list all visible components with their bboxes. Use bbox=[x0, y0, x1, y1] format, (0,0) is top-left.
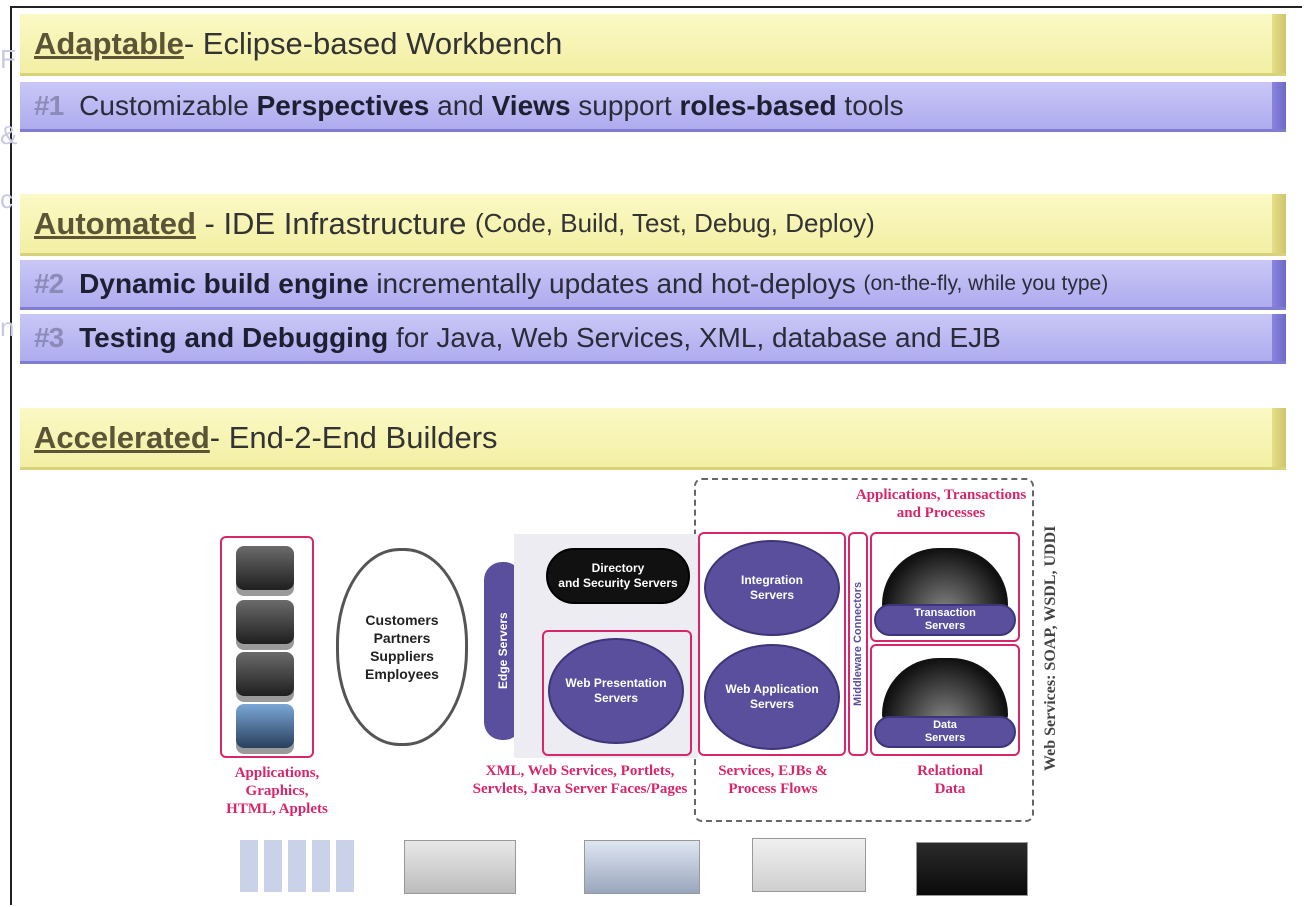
point-bold: Views bbox=[491, 89, 571, 121]
data-servers: Data Servers bbox=[874, 716, 1016, 748]
web-application-servers: Web Application Servers bbox=[704, 644, 840, 750]
banner-accelerated: Accelerated - End-2-End Builders bbox=[20, 408, 1286, 470]
ghost-letter: n bbox=[0, 312, 15, 342]
point-bold: Testing and Debugging bbox=[79, 321, 389, 353]
point-3: #3 Testing and Debugging for Java, Web S… bbox=[20, 314, 1286, 364]
ghost-letter: & bbox=[0, 120, 18, 150]
caption-presentation: XML, Web Services, Portlets, Servlets, J… bbox=[472, 763, 688, 797]
caption-application: Services, EJBs & Process Flows bbox=[718, 763, 828, 797]
desktop-icon bbox=[236, 652, 294, 696]
web-services-label: Web Services: SOAP, WSDL, UDDI bbox=[1042, 525, 1059, 771]
desktop-icon bbox=[236, 546, 294, 590]
ghost-letter: F bbox=[0, 44, 16, 74]
banner-subtitle: - Eclipse-based Workbench bbox=[183, 25, 563, 61]
cloud-label: Employees bbox=[365, 666, 439, 682]
point-text: Customizable bbox=[79, 89, 257, 121]
presentation-box bbox=[542, 630, 692, 756]
point-number: #1 bbox=[34, 89, 64, 121]
point-text: for Java, Web Services, XML, database an… bbox=[388, 321, 1001, 353]
app-box bbox=[698, 532, 846, 756]
transaction-box bbox=[870, 532, 1020, 642]
point-number: #3 bbox=[34, 321, 64, 353]
banner-subtitle: - End-2-End Builders bbox=[209, 419, 498, 455]
banner-title: Accelerated bbox=[34, 419, 210, 455]
users-thumbnail bbox=[240, 840, 354, 892]
transaction-servers: Transaction Servers bbox=[874, 604, 1016, 636]
caption-top: Applications, Transactions and Processes bbox=[855, 487, 1027, 521]
cloud-label: Customers bbox=[365, 612, 439, 628]
caption-relational: Relational Data bbox=[917, 763, 983, 797]
user-cloud: Customers Partners Suppliers Employees bbox=[336, 548, 468, 746]
terminal-thumbnail bbox=[916, 842, 1028, 896]
cloud-label: Suppliers bbox=[370, 648, 434, 664]
slide-frame bbox=[10, 6, 1302, 905]
middleware-connectors: Middleware Connectors bbox=[848, 532, 868, 756]
point-text: and bbox=[429, 89, 492, 121]
laptop-icon bbox=[236, 600, 294, 644]
banner-subtitle: - IDE Infrastructure bbox=[195, 205, 475, 241]
point-2: #2 Dynamic build engine incrementally up… bbox=[20, 260, 1286, 310]
caption-clients: Applications, Graphics, HTML, Applets bbox=[226, 765, 328, 817]
banner-title: Automated bbox=[34, 205, 196, 241]
banner-title: Adaptable bbox=[34, 25, 184, 61]
point-text: incrementally updates and hot-deploys bbox=[368, 267, 864, 299]
data-box bbox=[870, 644, 1020, 756]
screen-thumbnail bbox=[404, 840, 516, 894]
clients-box bbox=[220, 536, 314, 758]
ghost-letter: c bbox=[0, 184, 13, 214]
point-1: #1 Customizable Perspectives and Views s… bbox=[20, 82, 1286, 132]
directory-servers: Directory and Security Servers bbox=[546, 548, 690, 604]
cloud-label: Partners bbox=[373, 630, 431, 646]
point-text: support bbox=[570, 89, 680, 121]
banner-adaptable: Adaptable - Eclipse-based Workbench bbox=[20, 14, 1286, 76]
point-text: tools bbox=[836, 89, 904, 121]
point-small: (on-the-fly, while you type) bbox=[863, 271, 1109, 295]
point-bold: Dynamic build engine bbox=[79, 267, 369, 299]
integration-servers: Integration Servers bbox=[704, 540, 840, 636]
point-bold: Perspectives bbox=[256, 89, 430, 121]
banner-automated: Automated - IDE Infrastructure (Code, Bu… bbox=[20, 194, 1286, 256]
screen-thumbnail bbox=[584, 840, 700, 894]
banner-paren: (Code, Build, Test, Debug, Deploy) bbox=[474, 208, 875, 238]
screen-thumbnail bbox=[752, 838, 866, 892]
point-bold: roles-based bbox=[679, 89, 837, 121]
point-number: #2 bbox=[34, 267, 64, 299]
pda-icon bbox=[236, 704, 294, 748]
web-presentation-servers: Web Presentation Servers bbox=[548, 638, 684, 744]
